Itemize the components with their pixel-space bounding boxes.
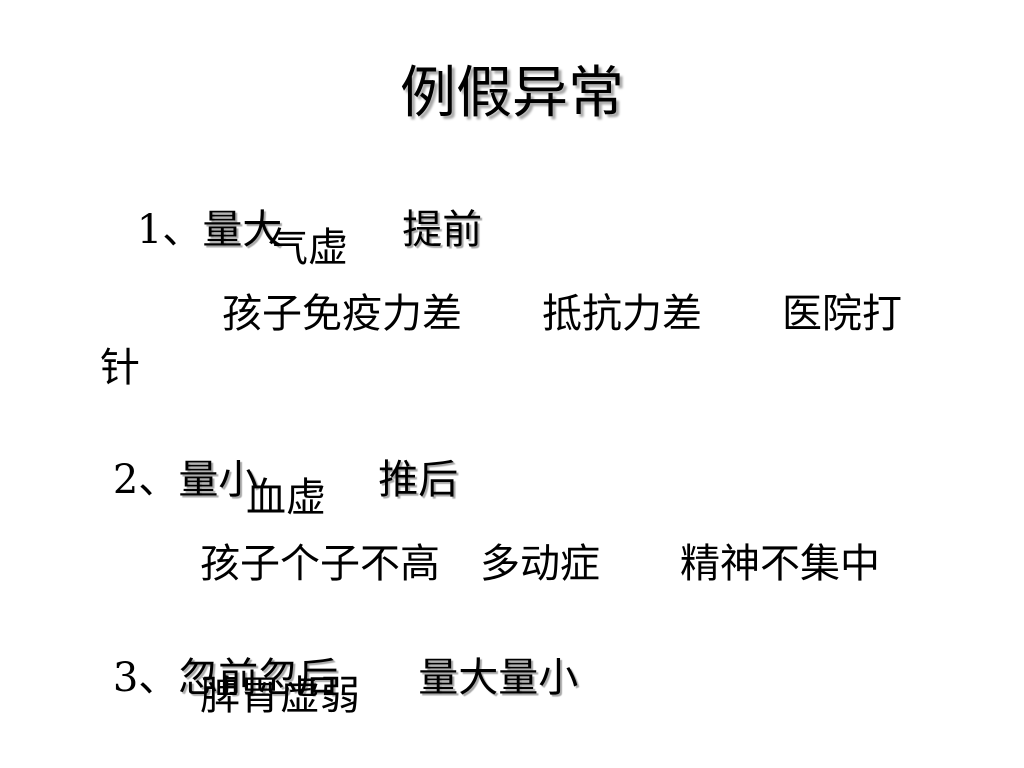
- item-1-heading-line: 1、量大 提前: [86, 158, 482, 302]
- item-2-heading-line: 2、量小 推后: [62, 408, 458, 552]
- item-2-number: 2、: [112, 457, 179, 503]
- item-3-heading-line: 3、忽前忽后 量大量小: [62, 606, 578, 750]
- item-2-detail: 孩子个子不高 多动症 精神不集中: [200, 541, 880, 587]
- item-3-cause: 脾胃虚弱: [200, 673, 360, 719]
- item-2-cause: 血虚: [246, 475, 326, 521]
- item-2-heading: 量小 推后: [178, 457, 459, 503]
- item-1-detail-continued: 针: [100, 345, 140, 391]
- item-1-detail: 孩子免疫力差 抵抗力差 医院打: [222, 291, 902, 337]
- item-1-cause: 气虚: [268, 225, 348, 271]
- slide-title: 例假异常: [400, 61, 624, 126]
- item-1-heading: 量大 提前: [202, 207, 483, 253]
- item-3-number: 3、: [112, 655, 179, 701]
- item-3-heading: 忽前忽后 量大量小: [178, 655, 579, 701]
- item-1-number: 1、: [136, 207, 203, 253]
